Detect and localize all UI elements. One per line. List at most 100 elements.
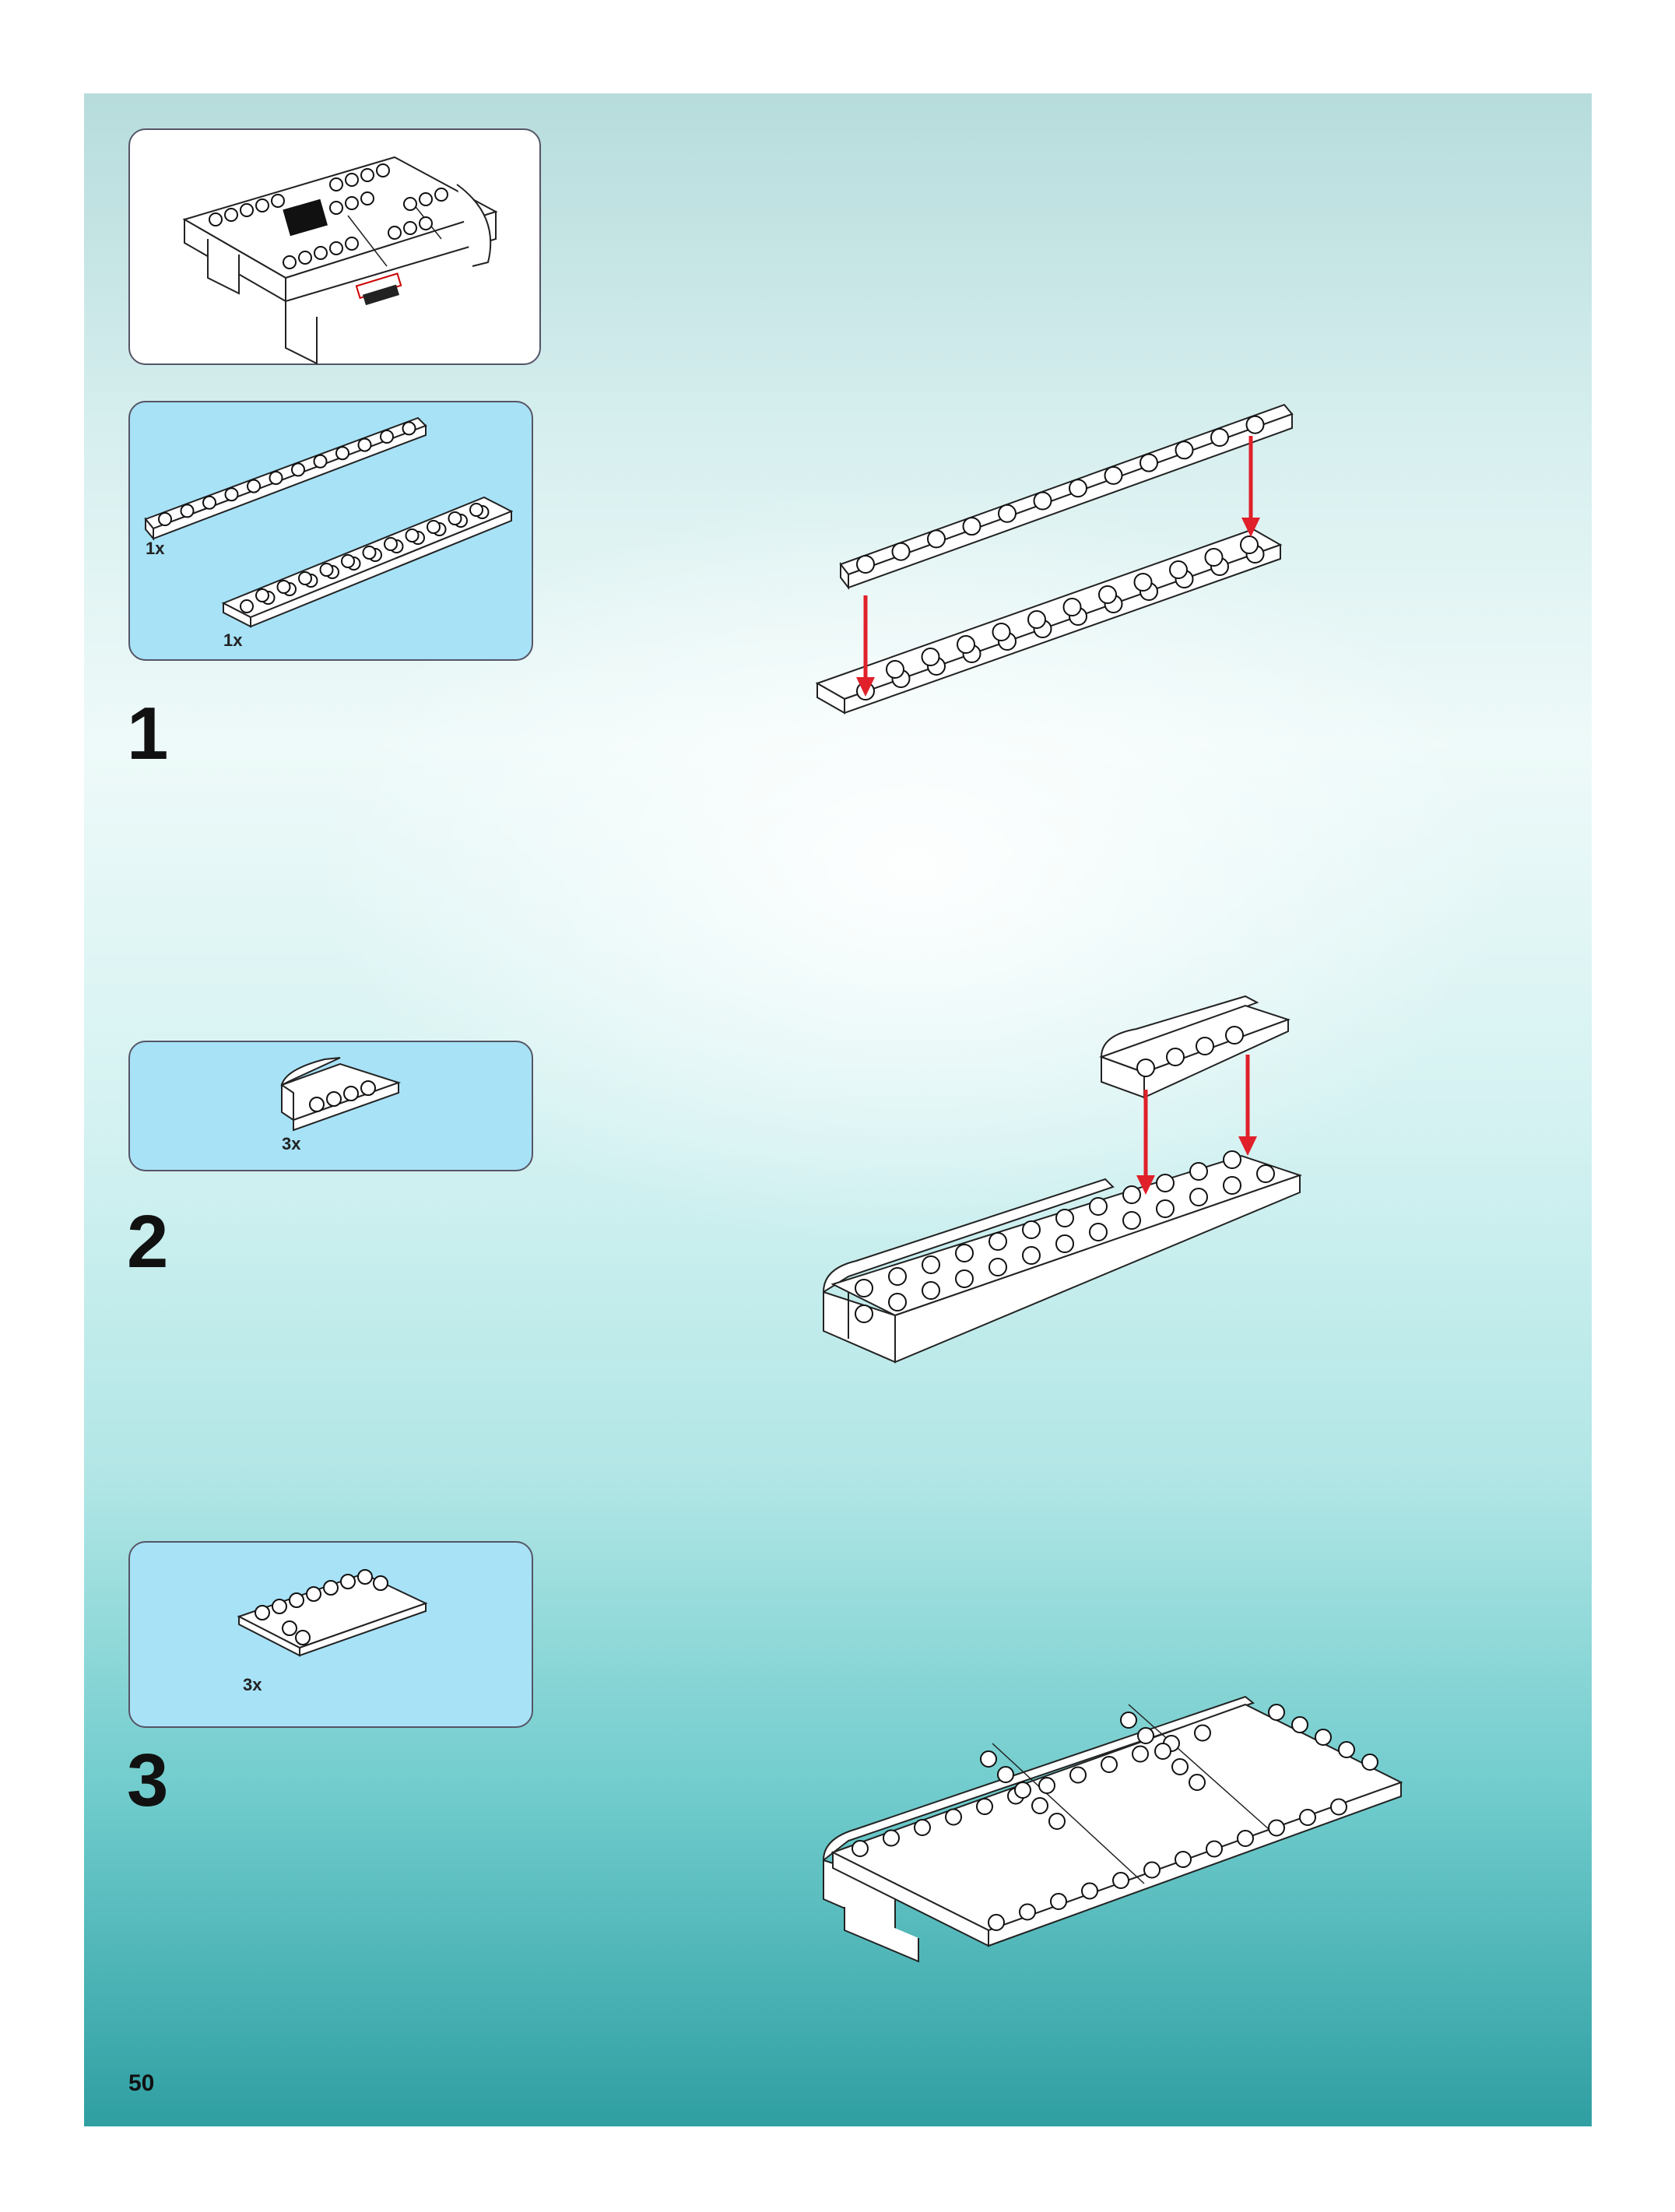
step-1-parts-illustration [144, 416, 514, 628]
step-3-part-1-qty: 3x [243, 1675, 262, 1694]
stud [380, 430, 394, 444]
stud [852, 1840, 869, 1857]
page-number: 50 [128, 2070, 155, 2096]
stud [1120, 1712, 1137, 1729]
stud [1022, 1220, 1041, 1239]
stud [1143, 1861, 1161, 1879]
stud [1291, 1716, 1308, 1733]
stud [1245, 415, 1265, 434]
stud [357, 437, 372, 452]
stud [1014, 1782, 1031, 1799]
overview-model-illustration [182, 156, 498, 365]
stud [1256, 1164, 1275, 1183]
stud [1104, 465, 1123, 485]
stud [1062, 598, 1082, 616]
step-1-parts-callout: 1x 1x [128, 401, 533, 661]
step-2-model-illustration [822, 995, 1303, 1364]
stud [1169, 560, 1188, 579]
stud [1069, 1766, 1087, 1784]
stud [1122, 1211, 1141, 1230]
stud [240, 599, 254, 613]
stud [922, 1281, 940, 1300]
stud [1175, 1851, 1192, 1868]
stud [1268, 1704, 1285, 1721]
stud [927, 529, 946, 549]
stud [269, 471, 283, 485]
stud [1240, 535, 1259, 554]
stud [988, 1232, 1007, 1251]
stud [1268, 1819, 1285, 1837]
stud [1132, 1745, 1149, 1763]
stud [955, 1244, 974, 1262]
stud [1171, 1758, 1189, 1775]
stud [1112, 1872, 1129, 1889]
stud [921, 648, 940, 666]
stud [1223, 1150, 1241, 1169]
stud [992, 623, 1011, 641]
stud [945, 1808, 962, 1826]
stud [998, 504, 1017, 523]
stud [469, 503, 483, 517]
stud [1330, 1798, 1347, 1816]
stud [1050, 1893, 1067, 1910]
stud [405, 528, 420, 542]
stud [448, 511, 462, 525]
stud [1361, 1754, 1378, 1771]
assembly-overview-callout [128, 128, 541, 365]
stud [180, 504, 195, 518]
step-3-number: 3 [127, 1739, 169, 1822]
stud [298, 571, 312, 585]
stud [1033, 491, 1052, 511]
stud [976, 1798, 993, 1815]
stud [1098, 585, 1117, 604]
stud [1089, 1223, 1108, 1241]
stud [1338, 1741, 1355, 1758]
stud [914, 1819, 931, 1836]
stud [335, 446, 349, 461]
step-2-parts-callout: 3x [128, 1041, 533, 1171]
stud [1022, 1246, 1041, 1265]
stud [202, 495, 216, 510]
stud [1189, 1188, 1208, 1206]
stud [856, 555, 875, 574]
stud [922, 1255, 940, 1274]
stud [988, 1258, 1007, 1276]
step-2-number: 2 [127, 1200, 169, 1283]
step-1-number: 1 [127, 692, 169, 775]
stud [224, 487, 239, 502]
stud [1038, 1777, 1055, 1794]
stud [313, 454, 328, 469]
stud [1139, 453, 1158, 472]
stud [427, 520, 441, 534]
stud [891, 542, 911, 561]
stud [276, 580, 291, 594]
step-3-parts-callout: 3x [128, 1541, 533, 1728]
stud [1101, 1756, 1118, 1773]
stud [1137, 1727, 1154, 1744]
stud [1122, 1185, 1141, 1204]
step-2-parts-illustration [280, 1057, 402, 1132]
stud [1189, 1774, 1206, 1791]
stud [888, 1267, 907, 1286]
stud [886, 660, 904, 679]
stud [1237, 1830, 1254, 1847]
stud [1175, 441, 1194, 460]
stud [402, 421, 416, 436]
stud [1315, 1729, 1332, 1746]
stud [1223, 1176, 1241, 1195]
stud [957, 635, 975, 654]
stud [158, 512, 172, 526]
stud [1019, 1903, 1036, 1921]
stud [1194, 1724, 1211, 1742]
stud [1089, 1197, 1108, 1216]
stud [988, 1914, 1005, 1931]
stud [319, 563, 334, 577]
stud [1031, 1797, 1048, 1814]
stud [1055, 1234, 1074, 1253]
stud [1206, 1840, 1223, 1858]
stud [341, 554, 355, 568]
stud [1081, 1882, 1098, 1900]
step-1-part-1-qty: 1x [146, 539, 165, 558]
stud [883, 1829, 900, 1847]
stud [1055, 1209, 1074, 1227]
